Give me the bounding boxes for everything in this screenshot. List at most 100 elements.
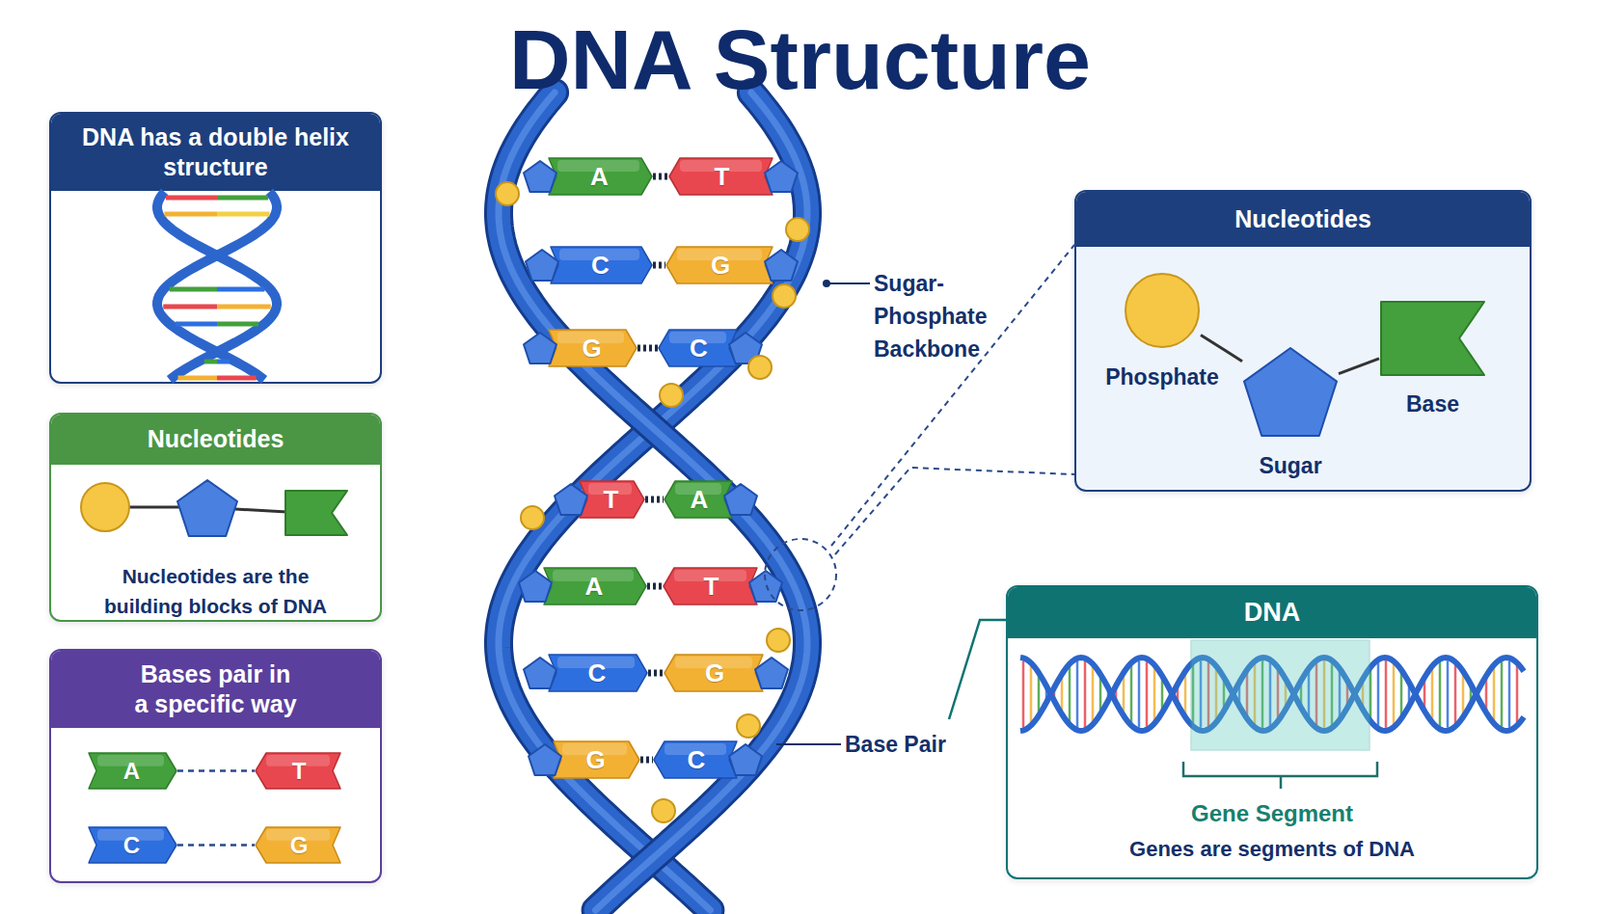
phosphate-dot: [495, 182, 519, 206]
panel-heading: Nucleotides: [1234, 204, 1372, 235]
part-label-wrap: Sugar: [1174, 452, 1407, 480]
phosphate-dot: [651, 799, 676, 823]
phosphate-dot: [659, 383, 683, 407]
base-letter: C: [123, 834, 140, 858]
base-outline: [664, 481, 733, 518]
base-outline: [658, 329, 737, 367]
part-shape: [1379, 299, 1487, 378]
base-outline: [548, 158, 652, 195]
base-letter: A: [590, 163, 609, 190]
base-outline: [579, 481, 645, 518]
base-block: C: [85, 826, 178, 865]
helix-strand: [498, 92, 808, 911]
panel-subheading: Gene Segment: [1191, 800, 1354, 828]
base-pair-bond: [647, 583, 663, 591]
base-block: C: [657, 328, 740, 368]
base-letter: G: [290, 834, 309, 858]
base-outline: [548, 329, 637, 367]
helix-strand-edge: [498, 92, 808, 911]
panel-header: DNA has a double helix structure: [51, 113, 380, 191]
callout-label: Sugar-Phosphate Backbone: [873, 267, 1004, 366]
info-panel: NucleotidesNucleotides are the building …: [49, 412, 382, 623]
base-outline: [653, 741, 737, 779]
base-letter: C: [689, 335, 708, 361]
base-letter: G: [585, 747, 605, 773]
phosphate-dot: [736, 714, 760, 738]
part-shape: [1242, 346, 1339, 438]
panel-header: Bases pair in a specific way: [51, 650, 380, 729]
base-flag: [1381, 301, 1485, 376]
base-outline: [543, 568, 647, 605]
base-outline: [88, 827, 177, 864]
panel-link-line: [949, 620, 1006, 720]
base-outline: [669, 158, 773, 195]
panel-header: DNA: [1007, 587, 1537, 639]
sugar-pentagon: [1244, 348, 1337, 436]
phosphate-dot: [748, 355, 772, 380]
base-block: A: [85, 752, 178, 790]
base-block: T: [668, 157, 776, 196]
panel-header: Nucleotides: [51, 414, 380, 465]
callout-label: Base Pair: [844, 730, 947, 760]
info-panel: DNA has a double helix structure: [49, 111, 382, 384]
base-block: G: [550, 740, 641, 780]
base-letter: T: [704, 573, 720, 599]
base-outline: [663, 568, 758, 605]
base-pair-bond: [637, 345, 658, 353]
base-letter: A: [690, 487, 709, 513]
info-panel: NucleotidesPhosphateSugar Base: [1074, 189, 1532, 492]
phosphate-dot: [766, 628, 790, 652]
panel-heading: DNA has a double helix structure: [81, 122, 352, 184]
base-pair-bond: [645, 496, 664, 504]
part-label: Base: [1406, 390, 1460, 418]
zoom-line: [835, 467, 1075, 555]
base-letter: G: [581, 335, 601, 361]
base-block: A: [541, 567, 648, 606]
panel-header: Nucleotides: [1076, 191, 1530, 247]
base-block: C: [547, 245, 653, 285]
phosphate-dot: [786, 217, 810, 242]
base-block: A: [545, 157, 653, 196]
panel-heading: Bases pair in a specific way: [133, 659, 299, 721]
base-letter: C: [588, 660, 607, 686]
base-outline: [664, 654, 763, 692]
diagram-title: DNA Structure: [0, 17, 1600, 103]
panel-body-text: Genes are segments of DNA: [1129, 836, 1415, 864]
leader-line: [826, 282, 870, 285]
base-outline: [666, 246, 773, 284]
part-label: Sugar: [1258, 452, 1322, 480]
base-pair-bond: [652, 173, 669, 181]
base-outline: [553, 741, 640, 779]
info-panel: DNA Gene SegmentGenes are segments of DNA: [1005, 585, 1539, 880]
base-outline: [255, 753, 341, 789]
base-outline: [550, 246, 652, 284]
base-letter: T: [603, 487, 620, 513]
panel-body: Genes are segments of DNA: [1007, 836, 1537, 864]
part-label-wrap: Base: [1311, 390, 1532, 418]
nucleotide-part: Phosphate: [1123, 271, 1201, 350]
base-outline: [88, 753, 177, 789]
panel-heading: Nucleotides: [147, 424, 285, 455]
part-label-wrap: Phosphate: [1074, 363, 1269, 391]
base-letter: C: [687, 747, 706, 773]
base-block: T: [662, 567, 760, 606]
base-letter: T: [714, 163, 731, 190]
base-block: A: [663, 480, 735, 519]
base-letter: G: [705, 660, 725, 686]
part-shape: [1123, 271, 1201, 350]
base-pair-bond: [652, 262, 666, 270]
base-letter: A: [585, 573, 604, 599]
phosphate-dot: [520, 506, 544, 530]
part-label: Phosphate: [1105, 363, 1220, 391]
base-block: G: [254, 826, 344, 865]
base-letter: A: [123, 759, 140, 784]
helix-strand-edge: [498, 92, 808, 911]
base-letter: C: [591, 252, 610, 278]
base-block: G: [663, 653, 766, 693]
base-outline: [548, 654, 648, 692]
helix-strand: [498, 92, 808, 911]
phosphate-circle: [1125, 273, 1199, 348]
base-block: T: [576, 480, 646, 519]
base-block: T: [254, 752, 344, 790]
base-pair-bond: [648, 670, 664, 678]
